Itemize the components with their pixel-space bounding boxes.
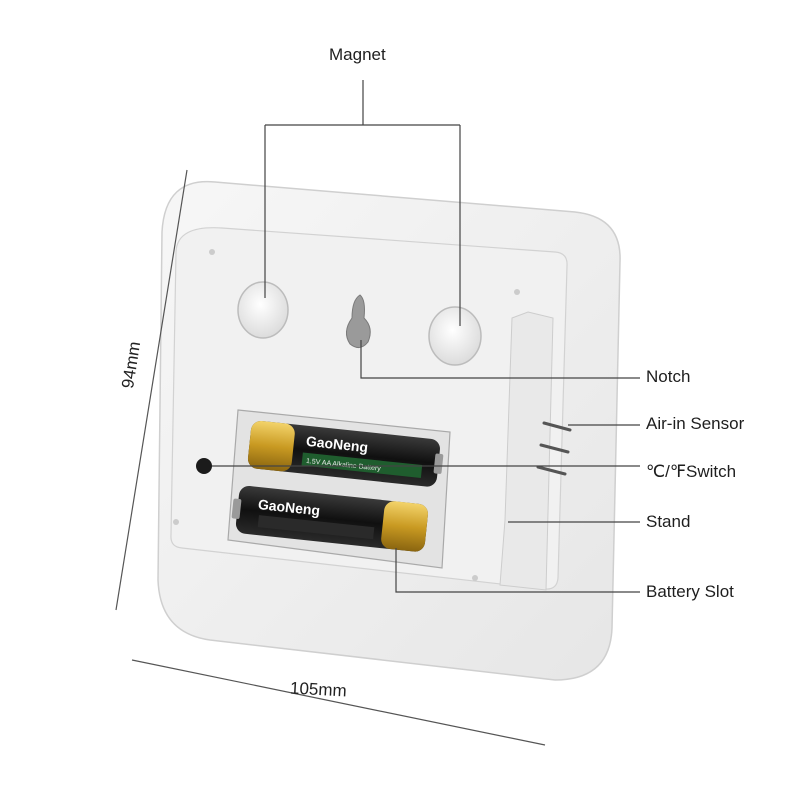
height-dimension-line <box>115 169 188 611</box>
sensor-vent <box>542 421 572 432</box>
cf-switch-button <box>196 458 212 474</box>
stand-label: Stand <box>646 512 691 531</box>
notch-label: Notch <box>646 367 691 386</box>
battery-slot-callout-line <box>395 548 640 593</box>
magnet-label: Magnet <box>329 45 386 64</box>
magnet-callout-lines <box>264 80 461 326</box>
switch-label: ℃/℉Switch <box>646 462 737 481</box>
magnet-left <box>237 281 289 339</box>
sensor-vent <box>536 465 567 476</box>
notch-shape <box>346 294 371 348</box>
battery-brand-text: GaoNeng <box>257 496 321 518</box>
notch-callout-line <box>360 340 640 379</box>
screw-dot <box>514 289 520 295</box>
sensor-vent <box>539 443 570 454</box>
battery-slot-label: Battery Slot <box>646 582 734 601</box>
width-dimension-label: 105mm <box>289 678 348 701</box>
air-in-sensor-label: Air-in Sensor <box>646 414 745 433</box>
battery-brand-text: GaoNeng <box>305 433 369 455</box>
screw-dot <box>209 249 215 255</box>
screw-dot <box>472 575 478 581</box>
stand-flap <box>499 311 554 591</box>
battery-bottom: GaoNeng <box>231 485 428 552</box>
magnet-right <box>428 306 482 366</box>
width-dimension-line <box>131 659 546 746</box>
battery-top: GaoNeng 1.5V AA Alkaline Battery <box>247 420 444 487</box>
screw-dot <box>173 519 179 525</box>
